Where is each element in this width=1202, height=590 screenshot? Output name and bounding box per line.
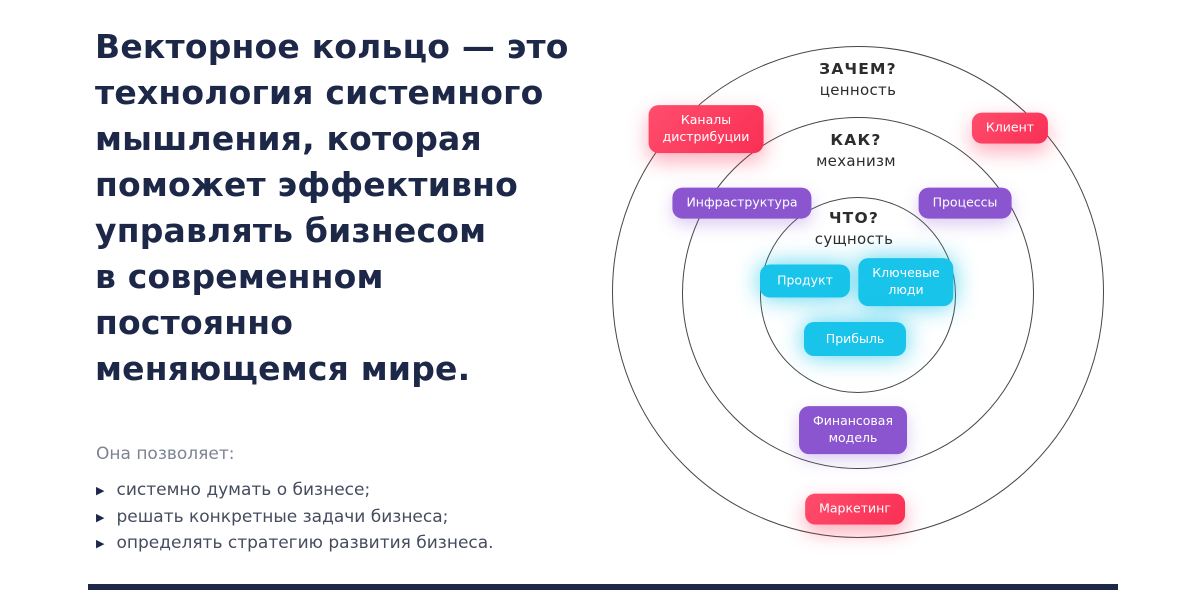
inner-circle <box>760 197 956 393</box>
page-title: Векторное кольцо — это технология систем… <box>95 27 569 388</box>
pill-marketing: Маркетинг <box>805 493 905 525</box>
pill-client: Клиент <box>971 112 1049 144</box>
list-item-text: определять стратегию развития бизнеса. <box>116 533 494 553</box>
list-item: ▶ решать конкретные задачи бизнеса; <box>96 505 494 532</box>
arrow-bullet-icon: ▶ <box>96 510 105 524</box>
list-item: ▶ системно думать о бизнесе; <box>96 478 494 505</box>
pill-profit: Прибыль <box>804 322 906 356</box>
ring-question: ЗАЧЕМ? <box>819 60 897 78</box>
benefits-list: ▶ системно думать о бизнесе; ▶ решать ко… <box>96 478 494 558</box>
ring-label-how: КАК? механизм <box>816 131 896 170</box>
arrow-bullet-icon: ▶ <box>96 484 105 497</box>
list-intro: Она позволяет: <box>96 444 235 464</box>
ring-question: КАК? <box>830 131 882 149</box>
pill-product: Продукт <box>760 264 850 298</box>
list-item-text: решать конкретные задачи бизнеса; <box>116 506 449 527</box>
list-item-text: системно думать о бизнесе; <box>116 480 371 500</box>
pill-processes: Процессы <box>918 187 1012 219</box>
ring-subtitle: сущность <box>814 230 894 248</box>
ring-label-what: ЧТО? сущность <box>815 209 893 248</box>
outer-circle <box>612 46 1104 538</box>
pill-distribution-channels: Каналы дистрибуции <box>648 105 764 153</box>
ring-label-why: ЗАЧЕМ? ценность <box>819 60 897 99</box>
next-section-edge <box>88 584 1118 590</box>
arrow-bullet-icon: ▶ <box>96 537 105 550</box>
pill-financial-model: Финансовая модель <box>799 406 907 454</box>
pill-key-people: Ключевые люди <box>858 258 954 306</box>
list-item: ▶ определять стратегию развития бизнеса. <box>96 531 494 558</box>
pill-infrastructure: Инфраструктура <box>672 187 812 219</box>
ring-subtitle: ценность <box>819 81 897 99</box>
middle-circle <box>682 117 1034 469</box>
ring-question: ЧТО? <box>828 209 880 227</box>
ring-subtitle: механизм <box>816 152 896 170</box>
